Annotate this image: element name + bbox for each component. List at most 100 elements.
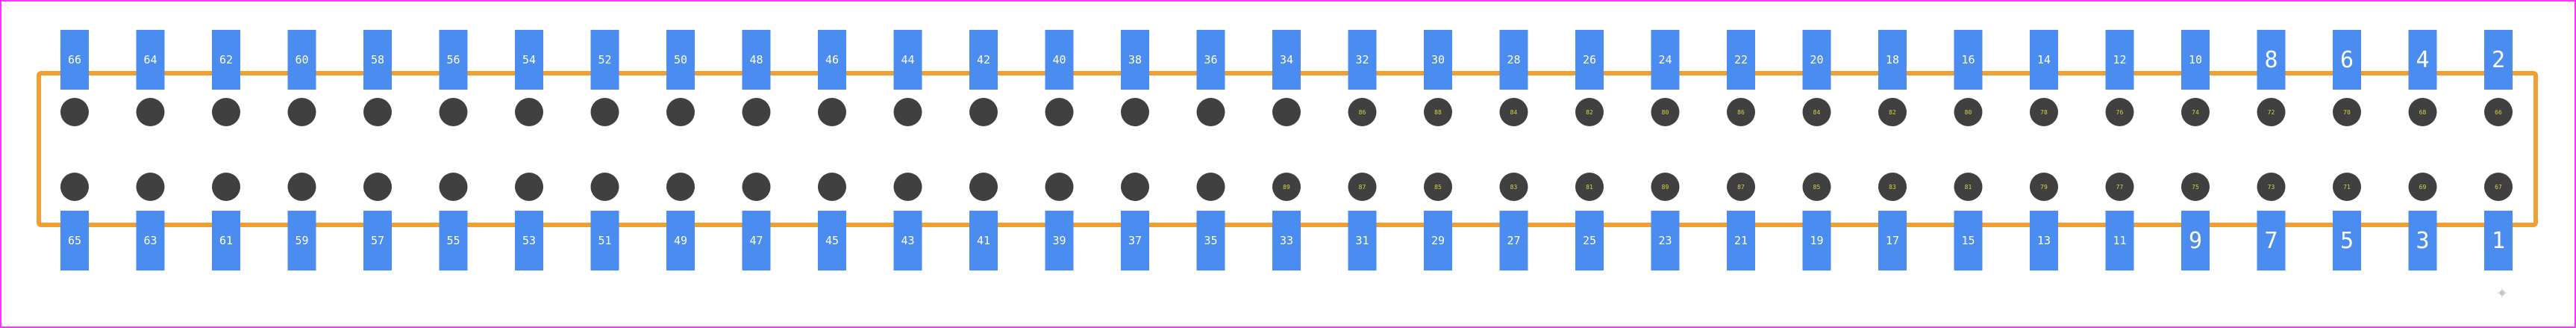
through-hole: 87 [1727, 173, 1755, 201]
pad-label: 58 [371, 53, 384, 66]
pad-shape [1954, 30, 1983, 90]
pad: 13 [2030, 211, 2058, 270]
through-hole [742, 98, 771, 126]
hole-circle [1348, 173, 1377, 201]
pad: 53 [515, 211, 543, 270]
pad-shape [439, 211, 468, 270]
through-hole: 84 [1802, 98, 1831, 126]
through-hole: 69 [2408, 173, 2437, 201]
pad-shape [1499, 30, 1528, 90]
pad-label: 29 [1431, 234, 1445, 247]
hole-circle [60, 98, 89, 126]
pad-shape [287, 211, 316, 270]
through-hole [439, 98, 468, 126]
hole-label: 78 [2040, 109, 2048, 116]
hole-label: 79 [2040, 184, 2048, 191]
pad: 50 [666, 30, 695, 90]
pad: 1 [2484, 211, 2513, 270]
pad-shape [1802, 30, 1831, 90]
hole-label: 87 [1359, 184, 1366, 191]
pad-shape [1727, 30, 1755, 90]
through-hole: 74 [2181, 98, 2210, 126]
pad: 25 [1575, 211, 1604, 270]
pad-label: 11 [2113, 234, 2126, 247]
pad-label: 53 [522, 234, 536, 247]
pad-label: 39 [1052, 234, 1066, 247]
hole-circle [1878, 173, 1907, 201]
pad: 11 [2105, 211, 2134, 270]
hole-circle [212, 98, 240, 126]
pad-label: 26 [1583, 53, 1596, 66]
pad-label: 8 [2264, 47, 2278, 73]
hole-circle [1954, 173, 1983, 201]
pad-shape [742, 211, 771, 270]
pad-shape [1727, 211, 1755, 270]
pad-label: 23 [1658, 234, 1672, 247]
hole-label: 82 [1889, 109, 1896, 116]
pad: 51 [590, 211, 619, 270]
through-hole: 70 [2333, 98, 2361, 126]
pad: 33 [1272, 211, 1301, 270]
pad-label: 19 [1810, 234, 1823, 247]
through-hole: 66 [2484, 98, 2513, 126]
crosshair-dot-icon [2498, 288, 2507, 297]
pad-shape [2408, 211, 2437, 270]
hole-circle [2030, 173, 2058, 201]
through-hole [60, 173, 89, 201]
pad-label: 21 [1734, 234, 1748, 247]
pad-label: 14 [2037, 53, 2051, 66]
through-hole [1121, 173, 1149, 201]
pad: 9 [2181, 211, 2210, 270]
pad-shape [2030, 30, 2058, 90]
hole-label: 82 [1586, 109, 1593, 116]
pad-label: 57 [371, 234, 384, 247]
pad: 47 [742, 211, 771, 270]
through-hole: 76 [2105, 98, 2134, 126]
through-hole [1196, 173, 1225, 201]
hole-circle [363, 173, 392, 201]
hole-circle [2408, 98, 2437, 126]
pad-label: 47 [749, 234, 763, 247]
through-hole [666, 173, 695, 201]
pad: 44 [893, 30, 922, 90]
pad-label: 32 [1355, 53, 1369, 66]
pad-label: 30 [1431, 53, 1445, 66]
pad: 62 [212, 30, 240, 90]
pad: 57 [363, 211, 392, 270]
through-hole [818, 98, 846, 126]
pad-shape [1878, 30, 1907, 90]
through-hole: 77 [2105, 173, 2134, 201]
through-hole [969, 173, 998, 201]
through-hole [1121, 98, 1149, 126]
hole-label: 83 [1510, 184, 1518, 191]
pad-label: 33 [1280, 234, 1293, 247]
pad-shape [969, 211, 998, 270]
pad: 24 [1651, 30, 1680, 90]
hole-circle [1802, 98, 1831, 126]
hole-circle [1045, 98, 1074, 126]
pad-shape [1878, 211, 1907, 270]
pad-shape [590, 211, 619, 270]
through-hole [969, 98, 998, 126]
pad-label: 54 [522, 53, 536, 66]
pad-shape [363, 211, 392, 270]
through-hole: 81 [1575, 173, 1604, 201]
through-hole [136, 173, 165, 201]
hole-circle [1727, 173, 1755, 201]
pad: 16 [1954, 30, 1983, 90]
through-hole [590, 173, 619, 201]
through-hole: 73 [2257, 173, 2286, 201]
pad: 65 [60, 211, 89, 270]
pad-shape [1499, 211, 1528, 270]
pad-label: 51 [598, 234, 611, 247]
hole-circle [893, 173, 922, 201]
pad: 21 [1727, 211, 1755, 270]
pad-label: 16 [1961, 53, 1975, 66]
through-hole: 79 [2030, 173, 2058, 201]
hole-label: 76 [2116, 109, 2124, 116]
pad-shape [893, 211, 922, 270]
pad: 46 [818, 30, 846, 90]
hole-label: 69 [2419, 184, 2427, 191]
through-hole [287, 173, 316, 201]
